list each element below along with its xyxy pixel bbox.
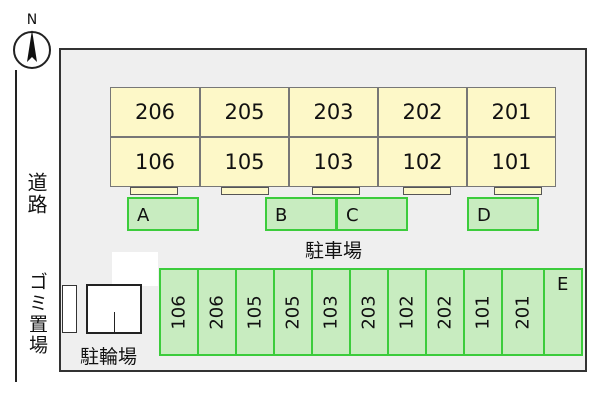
north-compass-icon: N — [13, 12, 51, 69]
parking-space-b-label: B — [275, 205, 288, 226]
unit-202: 202 — [378, 87, 467, 137]
unit-101: 101 — [467, 137, 556, 187]
entrance-103 — [312, 187, 360, 195]
entrance-101 — [494, 187, 542, 195]
bicycle-area-backdrop — [112, 252, 158, 286]
unit-205: 205 — [200, 87, 289, 137]
parking-space-d-label: D — [477, 205, 491, 226]
unit-105: 105 — [200, 137, 289, 187]
bike-space-202: 202 — [425, 268, 465, 356]
bike-space-101-label: 101 — [472, 294, 494, 330]
bike-space-203-label: 203 — [358, 294, 380, 330]
bike-space-201-label: 201 — [512, 294, 534, 330]
parking-space-a-label: A — [137, 205, 150, 226]
road-boundary-line — [15, 70, 17, 382]
unit-102: 102 — [378, 137, 467, 187]
entrance-102 — [403, 187, 451, 195]
bike-space-106: 106 — [159, 268, 199, 356]
bicycle-shed-marker — [114, 312, 115, 334]
parking-space-b: B — [265, 197, 337, 231]
space-e: E — [543, 268, 583, 356]
bike-space-206: 206 — [197, 268, 237, 356]
entrance-105 — [221, 187, 269, 195]
garbage-bin — [62, 285, 77, 333]
compass-letter: N — [27, 12, 37, 28]
bike-space-101: 101 — [463, 268, 503, 356]
bike-space-206-label: 206 — [206, 294, 228, 330]
bike-space-201: 201 — [501, 268, 545, 356]
unit-201: 201 — [467, 87, 556, 137]
bike-space-105-label: 105 — [244, 294, 266, 330]
bike-space-102-label: 102 — [396, 294, 418, 330]
bike-space-203: 203 — [349, 268, 389, 356]
unit-203: 203 — [289, 87, 378, 137]
bike-space-106-label: 106 — [168, 294, 190, 330]
unit-206: 206 — [110, 87, 200, 137]
parking-space-c: C — [336, 197, 408, 231]
bike-space-103-label: 103 — [320, 294, 342, 330]
bike-space-205-label: 205 — [282, 294, 304, 330]
bike-space-103: 103 — [311, 268, 351, 356]
bike-space-102: 102 — [387, 268, 427, 356]
parking-space-d: D — [467, 197, 539, 231]
apartment-building: 206 205 203 202 201 106 105 103 102 101 — [110, 87, 556, 187]
parking-label: 駐車場 — [305, 240, 363, 262]
garbage-area-label: ゴミ置場 — [26, 272, 48, 356]
bike-space-105: 105 — [235, 268, 275, 356]
space-e-label: E — [557, 274, 569, 295]
bicycle-parking-label: 駐輪場 — [80, 346, 138, 368]
bike-space-202-label: 202 — [434, 294, 456, 330]
entrance-106 — [130, 187, 178, 195]
road-label: 道路 — [24, 172, 48, 216]
bike-space-205: 205 — [273, 268, 313, 356]
parking-space-c-label: C — [346, 205, 359, 226]
parking-space-a: A — [127, 197, 199, 231]
unit-106: 106 — [110, 137, 200, 187]
unit-103: 103 — [289, 137, 378, 187]
